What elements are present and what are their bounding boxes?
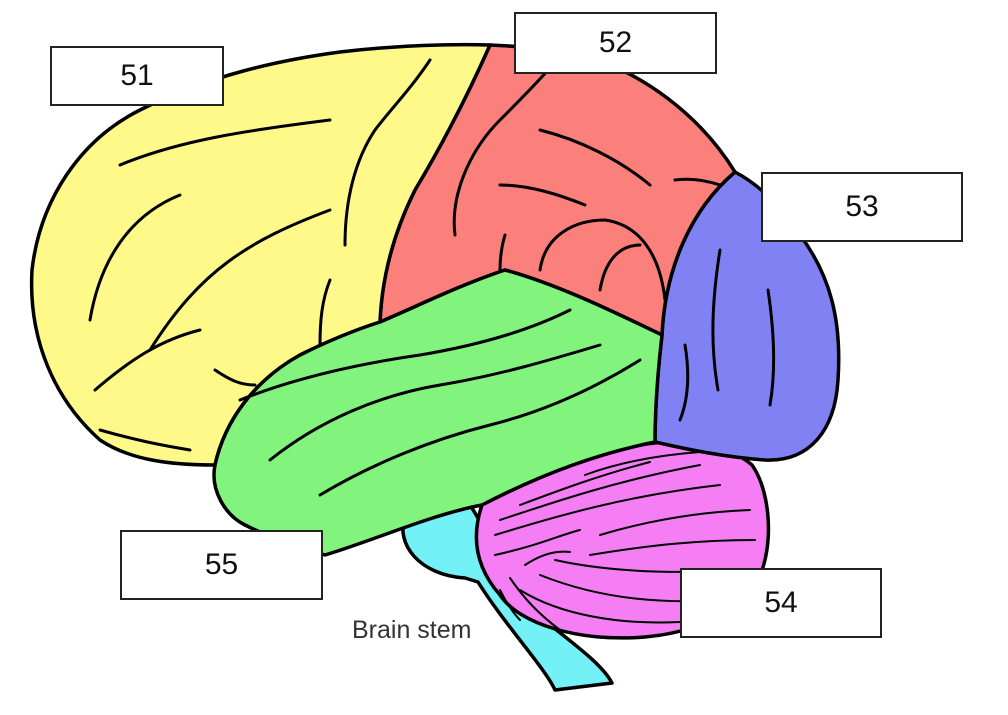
parietal-fold [673, 177, 722, 187]
cerebellum-fold [599, 509, 751, 536]
parietal-fold [498, 183, 587, 207]
frontal-fold [373, 58, 432, 132]
occipital-fold [711, 248, 722, 392]
frontal-fold [343, 128, 377, 247]
temporal-fold [318, 358, 642, 497]
cerebellum-fold [499, 589, 521, 621]
cerebellum-fold [589, 539, 756, 556]
frontal-region [29, 42, 492, 467]
cerebellum-fold [494, 484, 721, 536]
occipital-fold [678, 343, 690, 422]
cerebellum-fold [499, 464, 701, 521]
occipital-fold [766, 288, 776, 407]
brain-stem-label: Brain stem [352, 616, 472, 644]
frontal-fold [93, 328, 202, 392]
parietal-fold [538, 218, 667, 302]
label-box-55: 55 [120, 530, 323, 600]
cerebellum-fold [524, 550, 571, 566]
frontal-fold [98, 428, 192, 452]
frontal-fold [88, 193, 182, 322]
label-box-53: 53 [761, 172, 963, 242]
frontal-fold [318, 278, 332, 347]
parietal-fold [598, 243, 642, 292]
cerebellum-fold [494, 529, 581, 556]
cerebellum-fold [584, 451, 701, 476]
cerebellum-fold [519, 461, 651, 506]
parietal-fold [452, 68, 550, 237]
cerebellum-fold [509, 577, 561, 631]
cerebellum-fold [519, 589, 681, 624]
temporal-region [212, 268, 664, 557]
label-box-54: 54 [680, 568, 882, 638]
label-box-52: 52 [514, 12, 717, 74]
label-box-51: 51 [50, 46, 224, 106]
frontal-fold [118, 118, 332, 167]
temporal-fold [268, 343, 602, 462]
parietal-fold [538, 128, 652, 187]
frontal-fold [213, 368, 257, 387]
frontal-fold [148, 208, 332, 352]
parietal-fold [498, 233, 507, 272]
temporal-fold [238, 308, 572, 402]
